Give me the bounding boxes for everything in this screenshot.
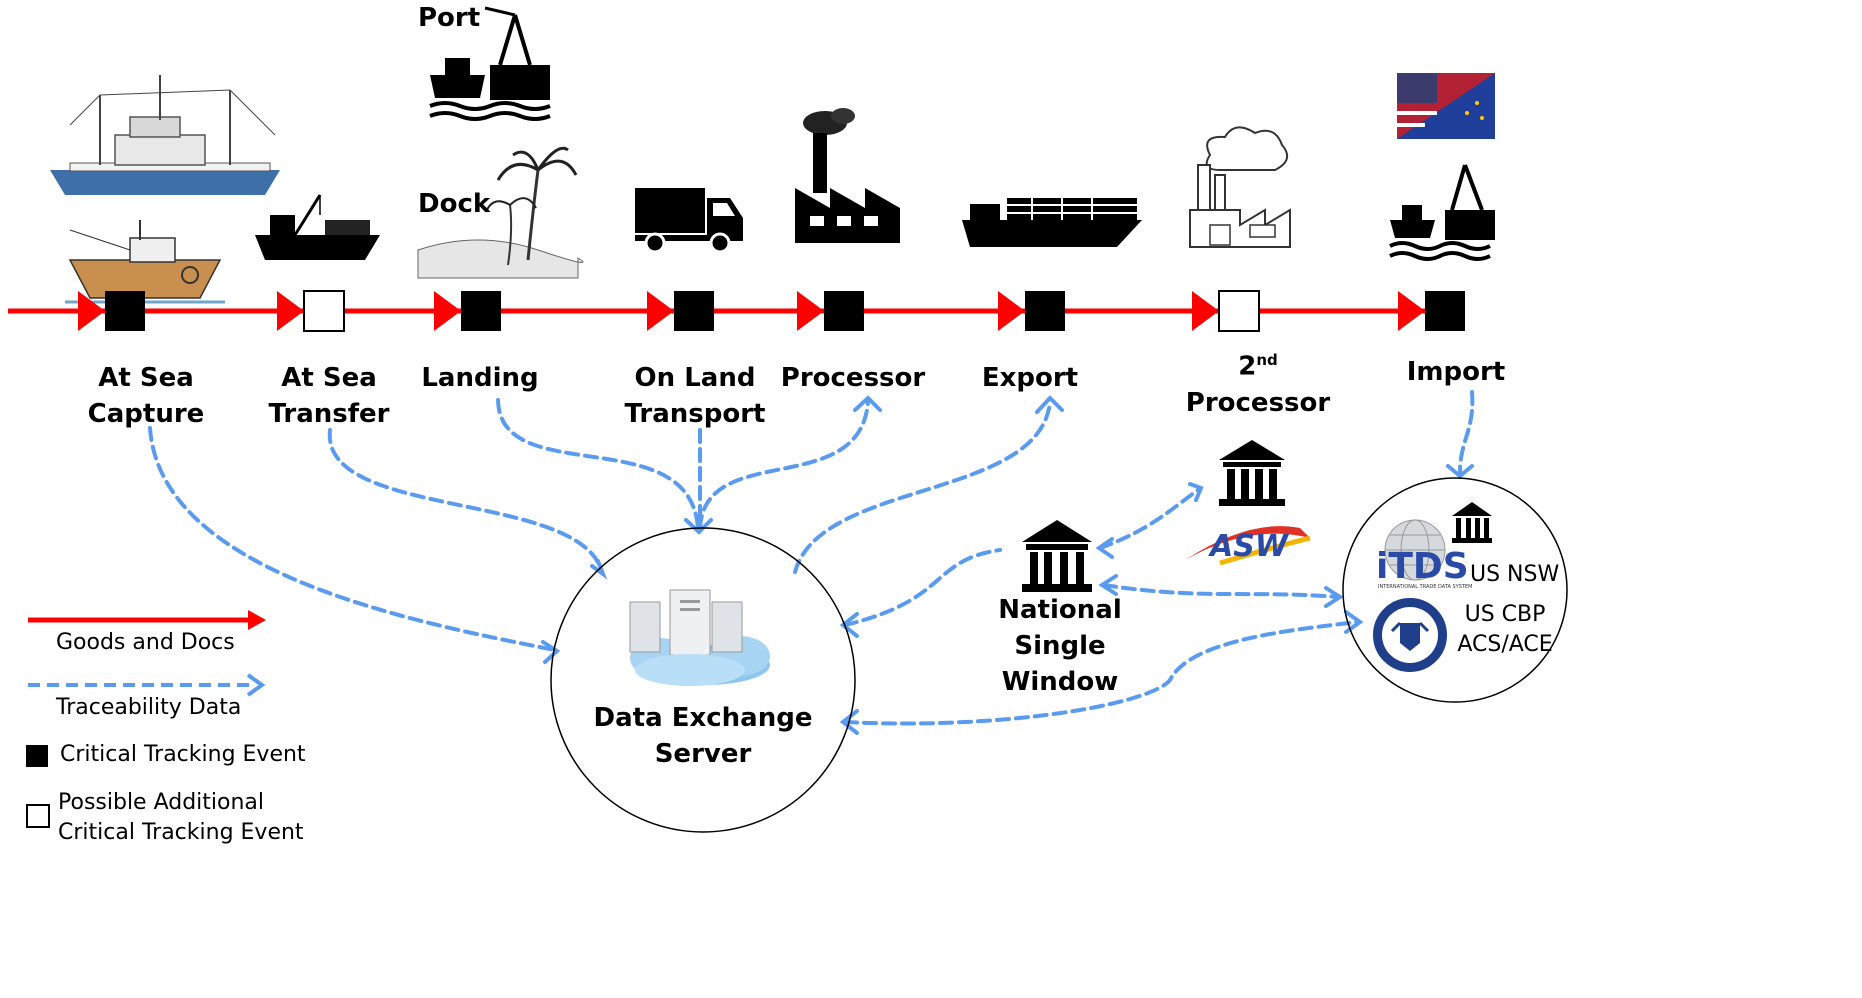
port-crane-icon [429, 6, 551, 121]
trace-arrow-nsw-us [1102, 583, 1340, 599]
asw-logo: ASW [1185, 526, 1311, 566]
flow-arrow [1192, 291, 1219, 331]
stage-line1: At Sea [98, 363, 194, 393]
nsw-line3: Window [1001, 667, 1119, 697]
legend-trace-arrow [28, 673, 266, 697]
cte-markers [78, 290, 1465, 332]
globe-icon [1384, 519, 1446, 581]
us-nsw-building-icon [1452, 502, 1492, 543]
server-line1: Data Exchange [593, 703, 813, 733]
flow-arrow [647, 291, 674, 331]
flow-arrow [998, 291, 1025, 331]
stage-line1-suffix: nd [1256, 351, 1278, 369]
flow-arrow [797, 291, 824, 331]
trace-arrow-us-server [843, 620, 1360, 726]
us-nsw-label: US NSW [1470, 562, 1560, 587]
cte-filled [1425, 291, 1465, 331]
us-cbp-line2: ACS/ACE [1457, 632, 1553, 657]
us-eu-flag-icon [1397, 73, 1495, 139]
container-ship-icon [962, 198, 1142, 247]
stage-landing: Landing [360, 360, 600, 396]
server-line2: Server [654, 739, 752, 769]
traceability-arrows [148, 390, 1475, 726]
cte-possible [303, 290, 345, 332]
stage-import: Import [1336, 354, 1576, 390]
legend-possible-label: Possible Additional Critical Tracking Ev… [58, 788, 304, 848]
trawler-icon [50, 75, 280, 195]
stage-line1-number: 2 [1238, 351, 1257, 382]
trace-arrow-landing [496, 398, 700, 530]
asw-logo-text: ASW [1208, 529, 1290, 564]
stage-line1: 2nd [1138, 342, 1378, 385]
top-label-port: Port [418, 3, 481, 33]
cte-filled [674, 291, 714, 331]
trace-arrow-nsw-server [843, 548, 1002, 627]
legend-cte-label: Critical Tracking Event [60, 742, 306, 767]
flow-arrow [78, 291, 105, 331]
legend-possible-line2: Critical Tracking Event [58, 820, 304, 845]
trace-arrow-capture [148, 426, 557, 652]
flow-arrow [1398, 291, 1425, 331]
nsw-label: National Single Window [980, 592, 1140, 700]
cte-filled [105, 291, 145, 331]
cte-possible [1218, 290, 1260, 332]
stage-line2: Transport [624, 399, 766, 429]
fishing-boat-icon [65, 220, 225, 304]
stage-2nd-processor: 2nd Processor [1138, 342, 1378, 421]
stage-line2: Capture [87, 399, 205, 429]
itds-logo-text: iTDS [1376, 546, 1469, 587]
beach-palm-icon [417, 146, 584, 279]
legend-possible-square [26, 804, 50, 828]
stage-at-sea-transfer: At Sea Transfer [209, 360, 449, 432]
top-label-dock: Dock [418, 189, 491, 219]
stage-on-land-transport: On Land Transport [575, 360, 815, 432]
stage-processor: Processor [733, 360, 973, 396]
trace-arrow-transfer [327, 428, 604, 574]
flow-arrow [277, 291, 304, 331]
server-cloud-icon [629, 589, 770, 686]
stage-line1: On Land [634, 363, 756, 393]
stage-at-sea-capture: At Sea Capture [26, 360, 266, 432]
us-cbp-label: US CBP ACS/ACE [1445, 600, 1565, 660]
cte-filled [461, 291, 501, 331]
factory-icon [795, 108, 900, 243]
asw-building-icon [1219, 440, 1285, 506]
legend-goods-arrow [28, 610, 266, 630]
server-circle [550, 527, 856, 833]
us-agencies-circle [1342, 477, 1568, 703]
flow-arrow [434, 291, 461, 331]
truck-icon [635, 188, 743, 254]
trace-arrow-processor [698, 400, 870, 530]
us-cbp-line1: US CBP [1464, 602, 1546, 627]
stage-line1: Processor [780, 363, 926, 393]
stage-line2: Transfer [268, 399, 390, 429]
stage-export: Export [910, 360, 1150, 396]
cte-filled [1025, 291, 1065, 331]
legend-goods-label: Goods and Docs [56, 630, 235, 655]
legend-trace-label: Traceability Data [56, 695, 242, 720]
nsw-building-icon [1022, 520, 1092, 592]
stage-line1: Import [1406, 357, 1506, 387]
factory-outline-icon [1189, 126, 1291, 248]
legend-cte-square [26, 745, 48, 767]
legend-possible-line1: Possible Additional [58, 790, 265, 815]
server-label: Data Exchange Server [583, 700, 823, 772]
port-crane-import-icon [1389, 164, 1495, 261]
stage-line2: Processor [1185, 387, 1331, 418]
itds-caption: INTERNATIONAL TRADE DATA SYSTEM [1378, 584, 1472, 590]
cte-filled [824, 291, 864, 331]
trace-arrow-nsw-asw [1098, 488, 1200, 550]
trace-arrow-import [1458, 390, 1475, 474]
nsw-line1: National [998, 595, 1122, 625]
stage-line1: Export [981, 363, 1079, 393]
dhs-seal-icon [1371, 596, 1449, 674]
stage-line1: At Sea [281, 363, 377, 393]
stage-line1: Landing [421, 363, 539, 393]
trace-arrow-export [793, 400, 1052, 574]
nsw-line2: Single [1014, 631, 1106, 661]
cargo-ship-crane-icon [255, 194, 380, 260]
